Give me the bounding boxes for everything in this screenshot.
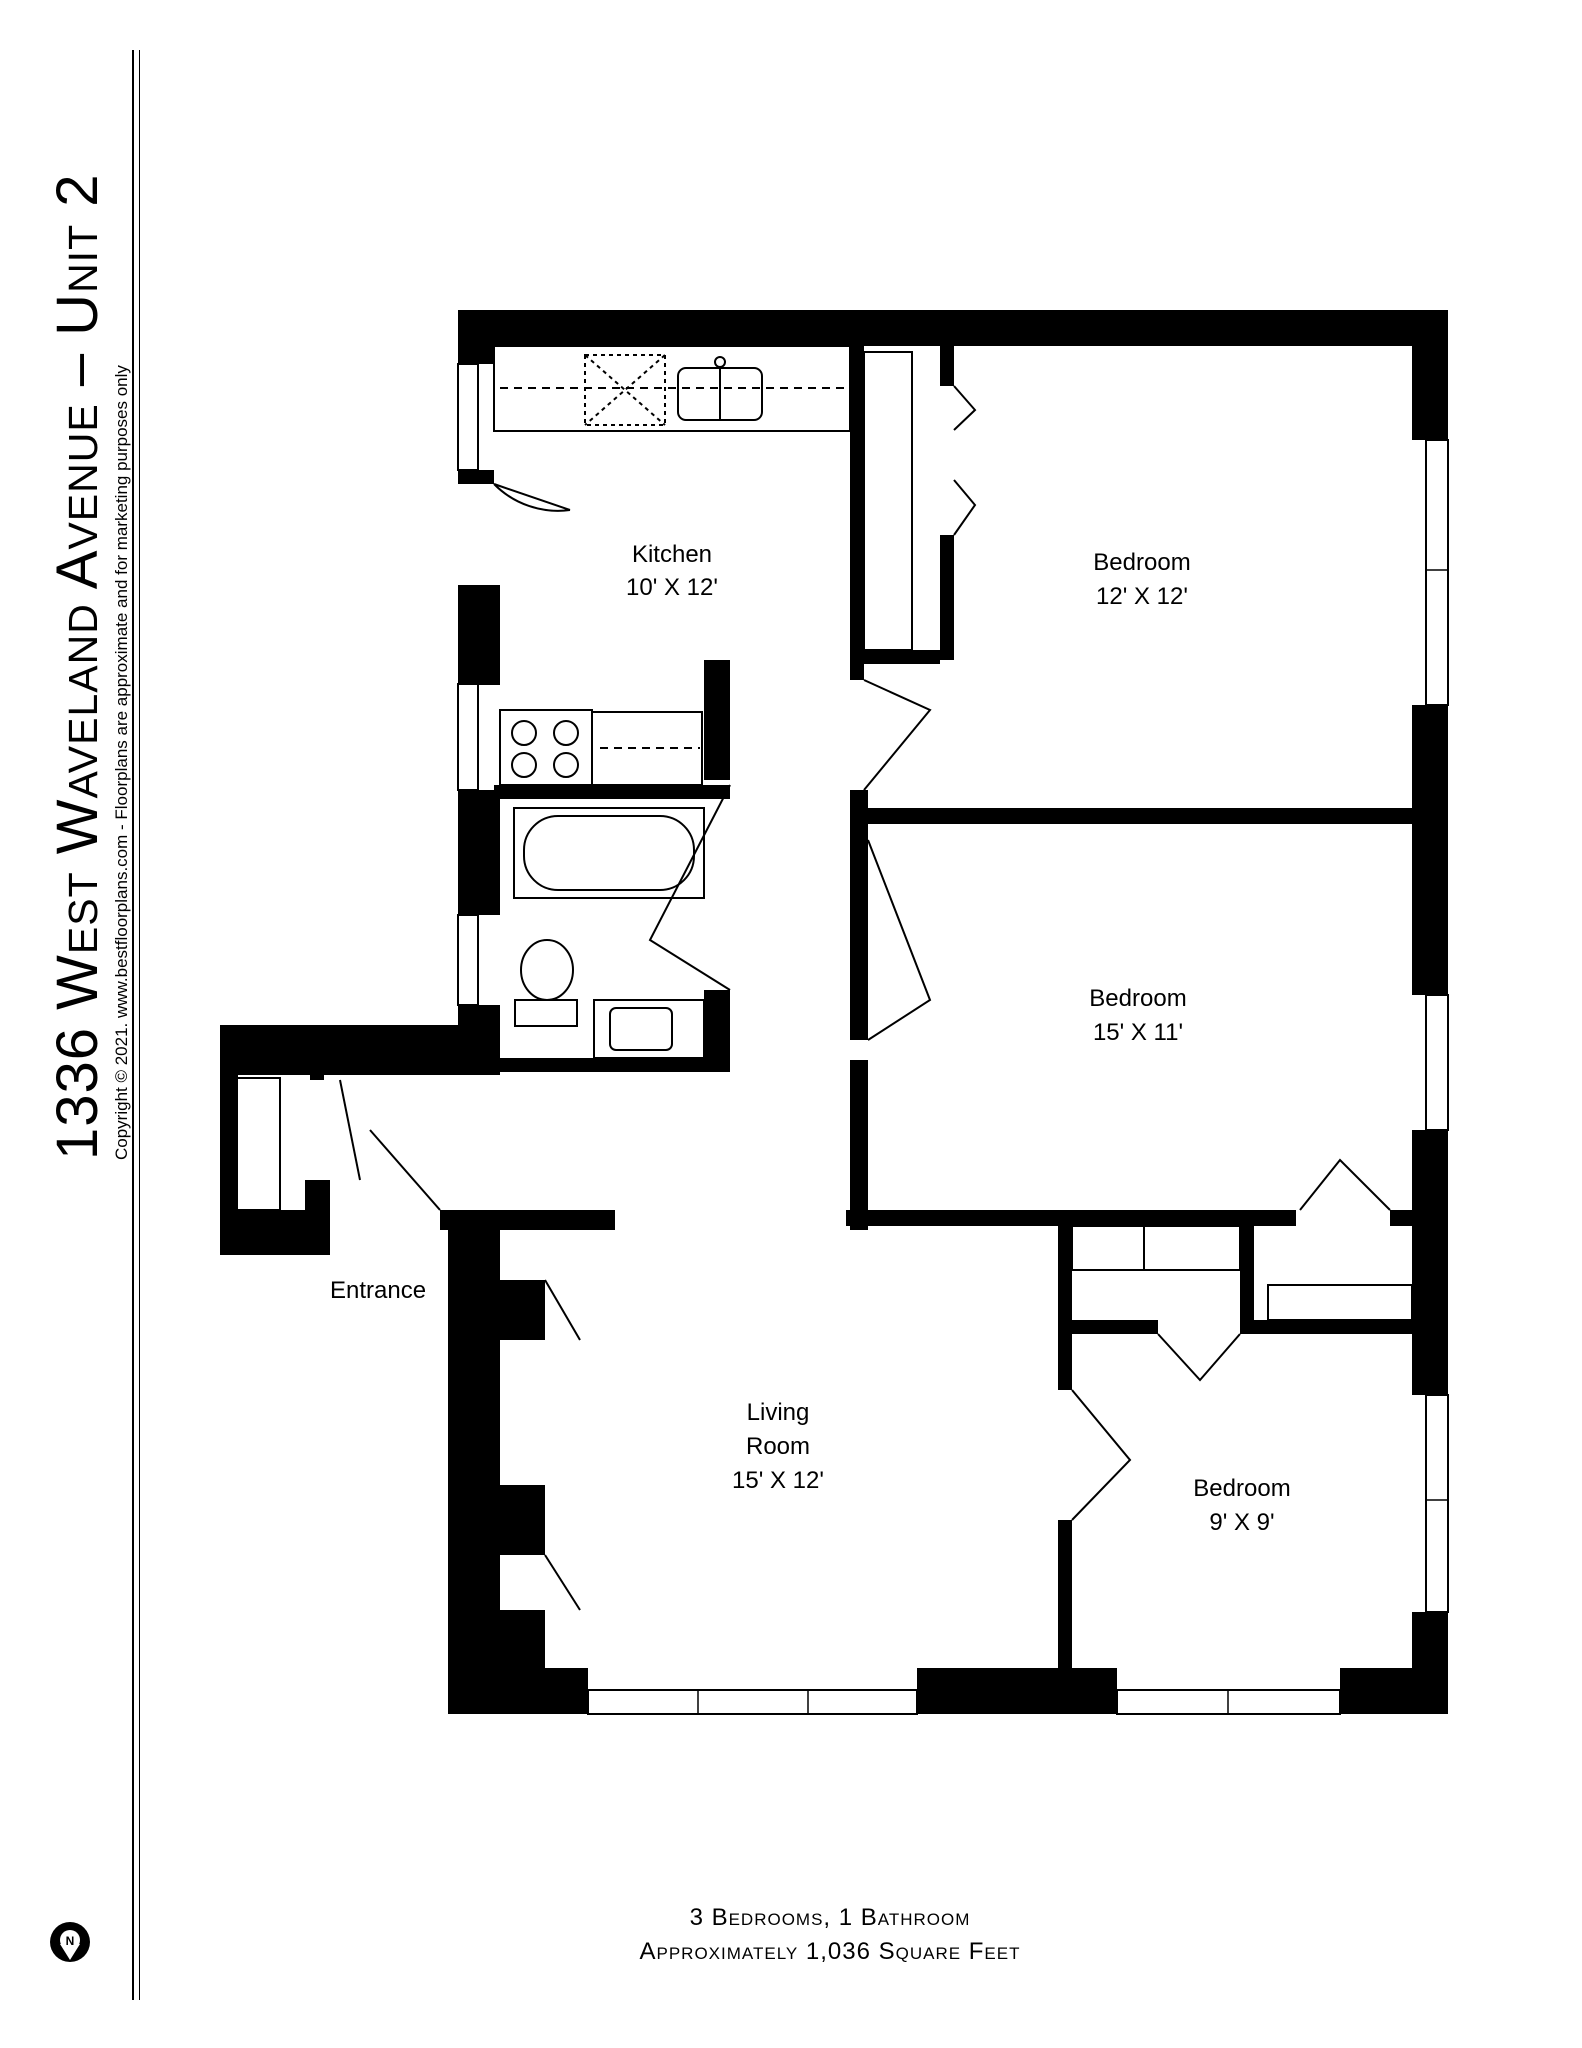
wall-bath-bottom (500, 1058, 730, 1072)
dishwasher (584, 354, 666, 426)
toilet-icon (514, 939, 578, 1027)
wall-bed3-closet-right (1240, 1320, 1412, 1334)
wall-closet-top-stub (940, 346, 954, 386)
wall-bed2-left-top (850, 820, 868, 1040)
door-bed3-closet (1157, 1333, 1241, 1382)
window-kitchen-stove (457, 683, 479, 791)
window-bed3 (1425, 1394, 1449, 1613)
closet-shelf-entrance (233, 1077, 281, 1211)
title-divider-line (132, 50, 134, 2000)
window-kitchen-top (457, 363, 479, 471)
closet-b (1143, 1225, 1241, 1271)
wall-living-niche1 (500, 1280, 545, 1340)
wall-closet-bottom (850, 650, 940, 664)
label-bedroom-1: Bedroom (1093, 549, 1190, 576)
wall-right-1 (1412, 310, 1448, 440)
stove-icon (499, 709, 593, 786)
wall-bath-right-bottom (704, 990, 730, 1070)
wall-living-top (440, 1210, 615, 1230)
label-bedroom-2: Bedroom (1089, 985, 1186, 1012)
sink-icon (677, 356, 763, 421)
window-living (587, 1689, 918, 1715)
title-divider-line-thin (139, 50, 140, 2000)
wall-bed3-closet (1058, 1320, 1158, 1334)
wall-hall-stub (850, 660, 864, 680)
closet-c (1267, 1284, 1413, 1321)
label-kitchen: Kitchen (632, 541, 712, 568)
kitchen-counter (493, 345, 851, 432)
wall-bottom-2 (917, 1668, 1117, 1714)
wall-bed3-left-top (1058, 1210, 1072, 1390)
door-living-closet-2 (544, 1554, 581, 1611)
doors (339, 385, 1391, 1611)
wall-bath-right-top (704, 660, 730, 780)
fridge (591, 711, 703, 786)
wall-right-3 (1412, 1130, 1448, 1395)
wall-closet-divider (1240, 1226, 1254, 1334)
footer-square-feet: Approximately 1,036 Square Feet (639, 1938, 1021, 1965)
windows (457, 363, 1449, 1715)
closet-shelf-1 (863, 351, 913, 651)
door-closet-1 (953, 385, 977, 431)
size-bedroom-2: 15' X 11' (1093, 1019, 1183, 1046)
window-bed1 (1425, 439, 1449, 706)
door-bed1 (863, 679, 932, 791)
wall-bed2-bottom-right (1390, 1210, 1448, 1226)
wall-living-left (448, 1210, 500, 1714)
wall-living-niche3 (500, 1610, 545, 1668)
door-closet-2 (953, 479, 977, 536)
compass-letter: N (66, 1934, 75, 1948)
wall-bed1-bed2 (864, 808, 1412, 824)
wall-right-2 (1412, 705, 1448, 995)
closet-a (1071, 1225, 1145, 1271)
wall-left-k3 (458, 585, 500, 685)
door-bed2 (867, 839, 932, 1041)
wall-closet-right (940, 535, 954, 660)
window-bed2 (1425, 994, 1449, 1131)
door-bed3 (1071, 1389, 1132, 1521)
label-entrance: Entrance (330, 1277, 426, 1304)
north-arrow-icon: N (50, 1922, 90, 1962)
label-living-1: Living (747, 1399, 810, 1426)
wall-bed3-left-bot (1058, 1520, 1072, 1690)
door-bath (648, 784, 731, 991)
door-entrance-2 (369, 1129, 441, 1211)
size-bedroom-3: 9' X 9' (1209, 1509, 1274, 1536)
wall-left-k1 (458, 310, 494, 364)
footer-bedrooms: 3 Bedrooms, 1 Bathroom (689, 1904, 971, 1931)
window-bath (457, 914, 479, 1006)
size-bedroom-1: 12' X 12' (1096, 583, 1188, 610)
label-bedroom-3: Bedroom (1193, 1475, 1290, 1502)
bathtub-icon (513, 807, 705, 899)
label-living-2: Room (746, 1433, 810, 1460)
door-bed2-closet (1299, 1158, 1391, 1211)
wall-entrance-top (220, 1025, 500, 1075)
wall-entrance-jamb (305, 1180, 330, 1255)
wall-bed2-left-bot (850, 1060, 868, 1230)
wall-entrance-stub (310, 1070, 324, 1080)
vanity (593, 999, 705, 1059)
wall-living-niche2 (500, 1485, 545, 1555)
wall-top (458, 310, 1448, 346)
door-kitchen-outside (493, 483, 571, 512)
wall-bottom-3 (1340, 1668, 1448, 1714)
wall-kitchen-bath (494, 785, 730, 799)
wall-closet-left (850, 346, 864, 656)
wall-left-k4 (458, 790, 500, 915)
size-living: 15' X 12' (732, 1467, 824, 1494)
door-living-closet-1 (544, 1279, 581, 1341)
size-kitchen: 10' X 12' (626, 574, 718, 601)
door-entrance (339, 1079, 361, 1181)
wall-left-k2 (458, 470, 494, 484)
